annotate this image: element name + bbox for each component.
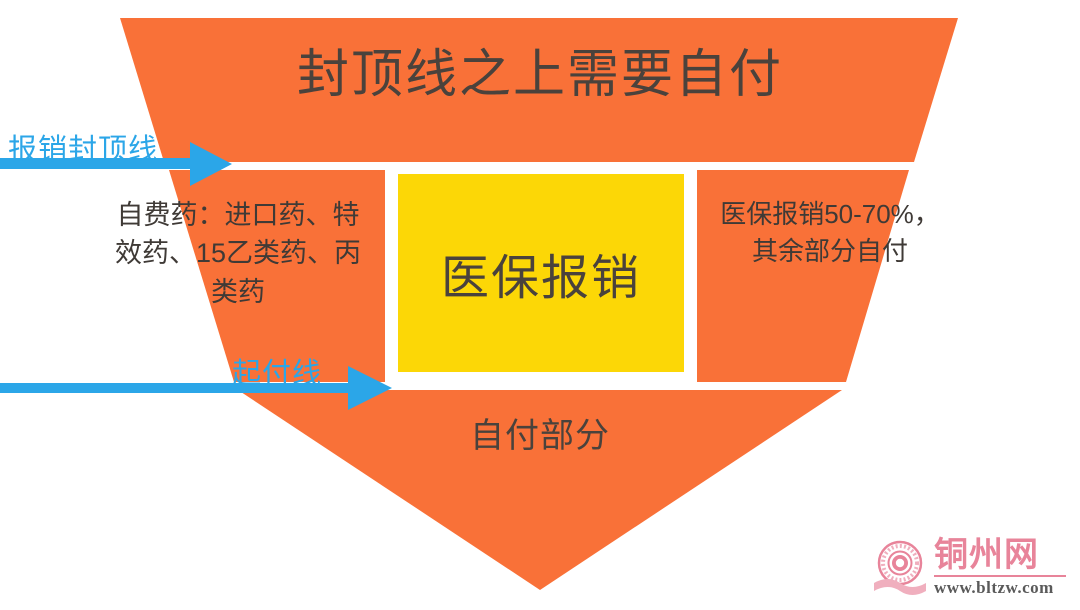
funnel-middle-right-band xyxy=(697,170,909,382)
reimbursement-box-label: 医保报销 xyxy=(440,252,641,305)
funnel-left-label: 自费药：进口药、特效药、15乙类药、丙类药 xyxy=(114,200,362,307)
watermark-url: www.bltzw.com xyxy=(934,578,1054,597)
funnel-top-label: 封顶线之上需要自付 xyxy=(296,46,783,104)
watermark-text-group: 铜州网 www.bltzw.com xyxy=(934,538,1066,596)
funnel-right-label: 医保报销50-70%，其余部分自付 xyxy=(720,199,940,266)
funnel-bottom-label: 自付部分 xyxy=(470,417,610,455)
cap-line-label: 报销封顶线 xyxy=(8,134,159,166)
watermark-divider xyxy=(934,575,1066,577)
circular-seal-icon xyxy=(872,539,928,595)
reimbursement-box: 医保报销 xyxy=(392,168,690,378)
watermark: 铜州网 www.bltzw.com xyxy=(872,534,1068,600)
watermark-site-name: 铜州网 xyxy=(934,536,1039,574)
funnel-bottom-band xyxy=(238,390,842,590)
funnel-top-band xyxy=(120,18,958,162)
deductible-line-label: 起付线 xyxy=(232,358,323,390)
funnel-middle-left-band xyxy=(169,170,385,382)
